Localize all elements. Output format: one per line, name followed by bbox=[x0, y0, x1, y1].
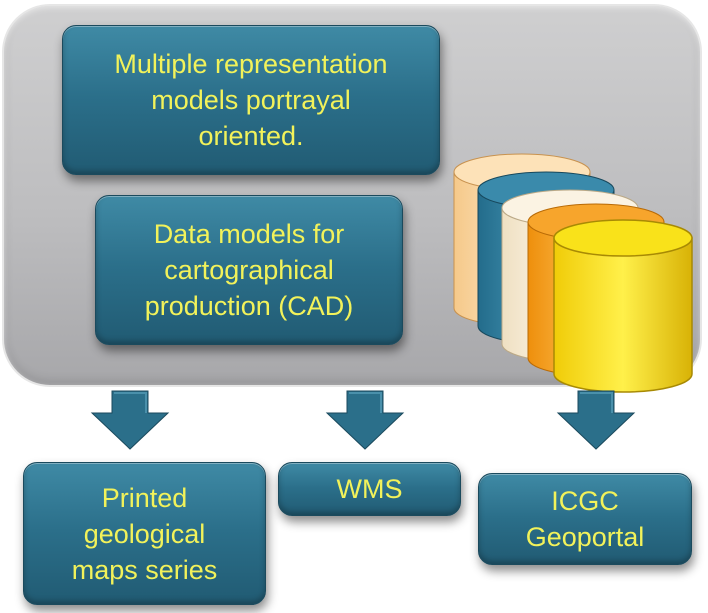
wms-output-box: WMS bbox=[278, 462, 461, 516]
down-arrow-icon bbox=[556, 390, 636, 450]
geoportal-label: ICGC Geoportal bbox=[525, 486, 645, 552]
representation-models-box: Multiple representation models portrayal… bbox=[62, 25, 440, 175]
down-arrow-icon bbox=[90, 390, 170, 450]
printed-maps-label: Printed geological maps series bbox=[71, 482, 218, 585]
database-cylinders-icon bbox=[453, 153, 693, 393]
cad-data-models-label: Data models for cartographical productio… bbox=[144, 219, 354, 321]
representation-models-label: Multiple representation models portrayal… bbox=[114, 49, 388, 151]
wms-label: WMS bbox=[336, 474, 403, 504]
cad-data-models-box: Data models for cartographical productio… bbox=[95, 195, 403, 345]
geoportal-output-box: ICGC Geoportal bbox=[478, 473, 692, 565]
cylinder-yellow bbox=[553, 219, 693, 393]
printed-maps-output-box: Printed geological maps series bbox=[23, 462, 266, 605]
down-arrow-icon bbox=[325, 390, 405, 450]
